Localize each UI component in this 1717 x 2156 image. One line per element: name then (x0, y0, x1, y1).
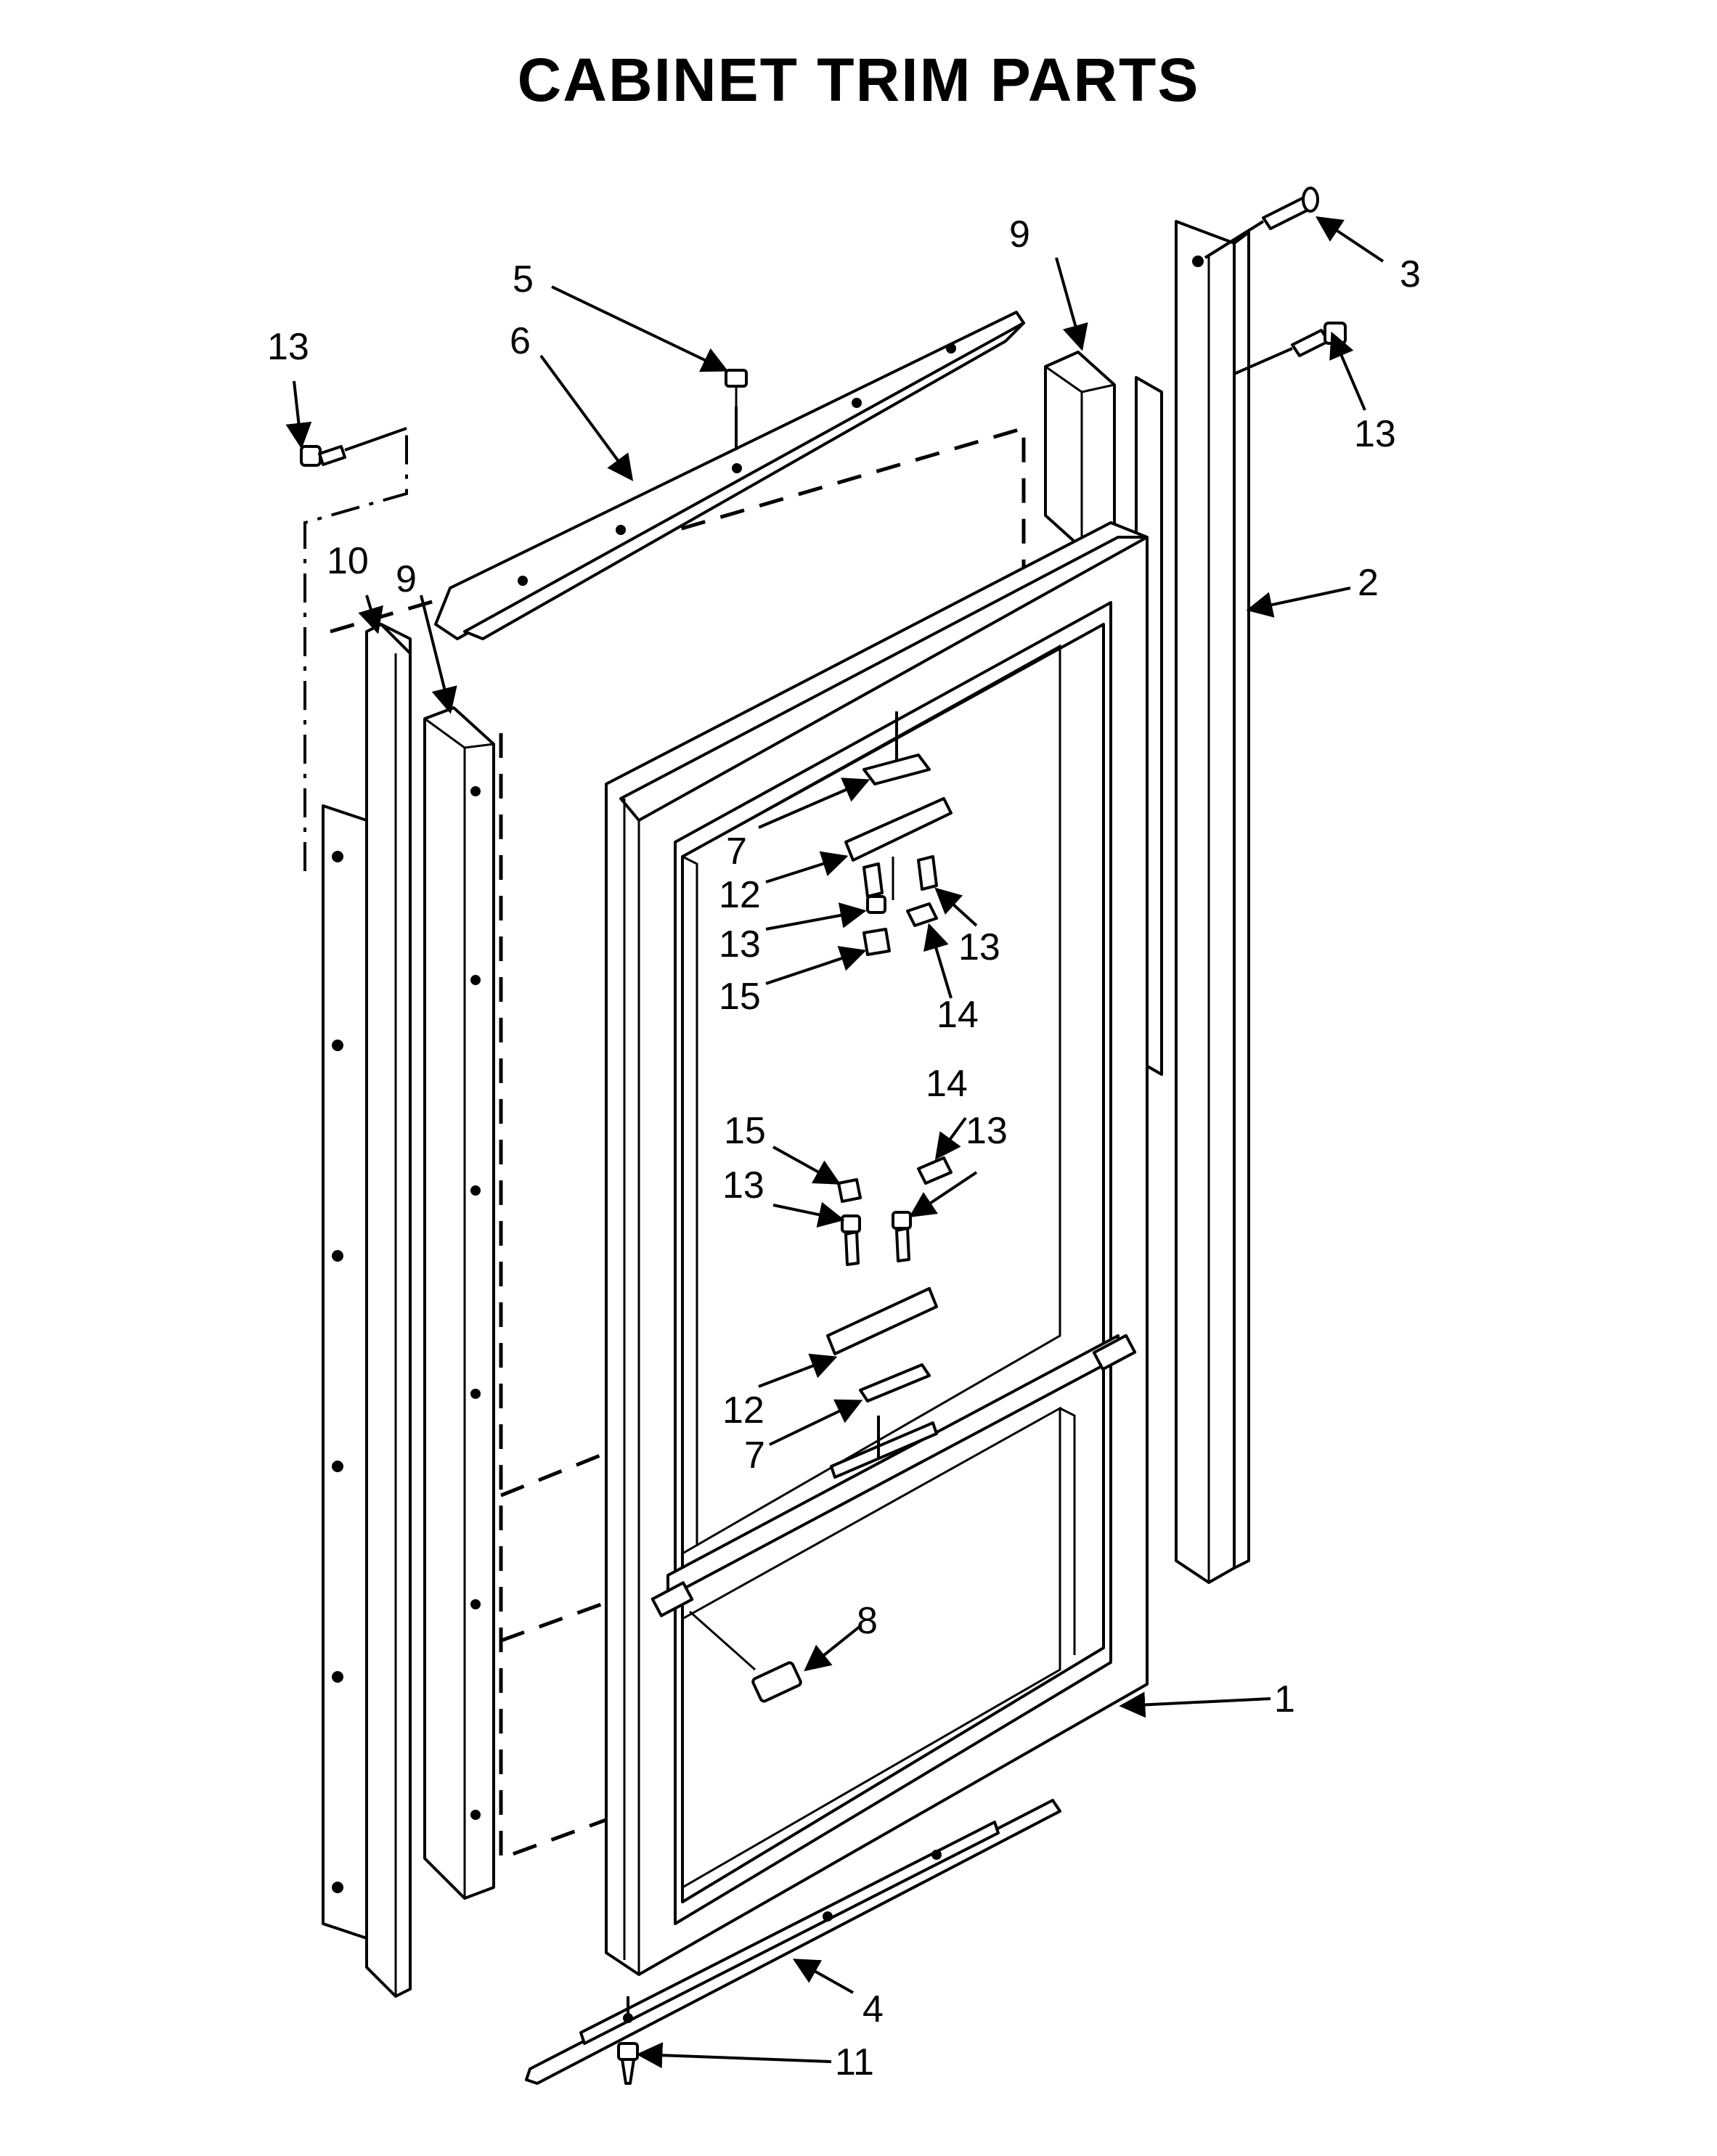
upper-hinge-assembly (844, 711, 953, 956)
side-filler-part-9-left (423, 706, 495, 1900)
side-filler-part-9-right (1044, 351, 1116, 550)
callout-13-top-left: 13 (267, 326, 309, 368)
callout-13-lower-right: 13 (966, 1110, 1008, 1152)
callout-6: 6 (510, 320, 531, 362)
left-vertical-trim (322, 804, 368, 1940)
plate-part-8 (689, 1610, 802, 1703)
lower-hinge-assembly (826, 1156, 953, 1479)
callout-labels: 1 2 3 4 5 6 7 7 8 9 9 10 11 12 12 13 13 … (267, 213, 1421, 2083)
leader-lines (285, 216, 1384, 2069)
left-trim-strip-part-10 (365, 623, 412, 1998)
callout-8: 8 (857, 1600, 878, 1642)
callout-13-upper-right: 13 (958, 926, 1000, 968)
callout-3: 3 (1400, 253, 1421, 295)
right-vertical-trim-part-2 (1135, 220, 1250, 1584)
callout-1: 1 (1274, 1678, 1295, 1720)
callout-14-lower: 14 (926, 1063, 968, 1105)
callout-13-top-right: 13 (1354, 413, 1396, 455)
callout-14-upper: 14 (937, 994, 979, 1036)
callout-15-upper: 15 (719, 976, 761, 1018)
main-frame-part-1 (605, 521, 1149, 1976)
callout-11: 11 (835, 2041, 874, 2083)
callout-10: 10 (327, 540, 369, 582)
screw-part-11 (617, 2042, 639, 2085)
screw-part-13-top-left (300, 427, 407, 467)
callout-2: 2 (1358, 562, 1379, 604)
callout-13-upper-left: 13 (719, 923, 761, 965)
callout-12-lower: 12 (722, 1389, 764, 1432)
screw-part-13-top-right (1233, 322, 1347, 375)
callout-9-right: 9 (1009, 213, 1030, 256)
callout-13-lower-left: 13 (722, 1164, 764, 1206)
callout-7-upper: 7 (726, 830, 747, 873)
callout-7-lower: 7 (744, 1434, 765, 1477)
page-title: CABINET TRIM PARTS (517, 46, 1200, 114)
screw-part-5 (725, 369, 748, 450)
callout-4: 4 (862, 1988, 884, 2030)
callout-9-left: 9 (396, 558, 417, 600)
pin-part-3 (1204, 187, 1319, 259)
callout-12-upper: 12 (719, 874, 761, 916)
callout-5: 5 (513, 258, 534, 301)
bottom-channel-part-4 (525, 1799, 1061, 2085)
top-channel-part-6 (434, 311, 1025, 640)
callout-15-lower: 15 (724, 1110, 766, 1152)
